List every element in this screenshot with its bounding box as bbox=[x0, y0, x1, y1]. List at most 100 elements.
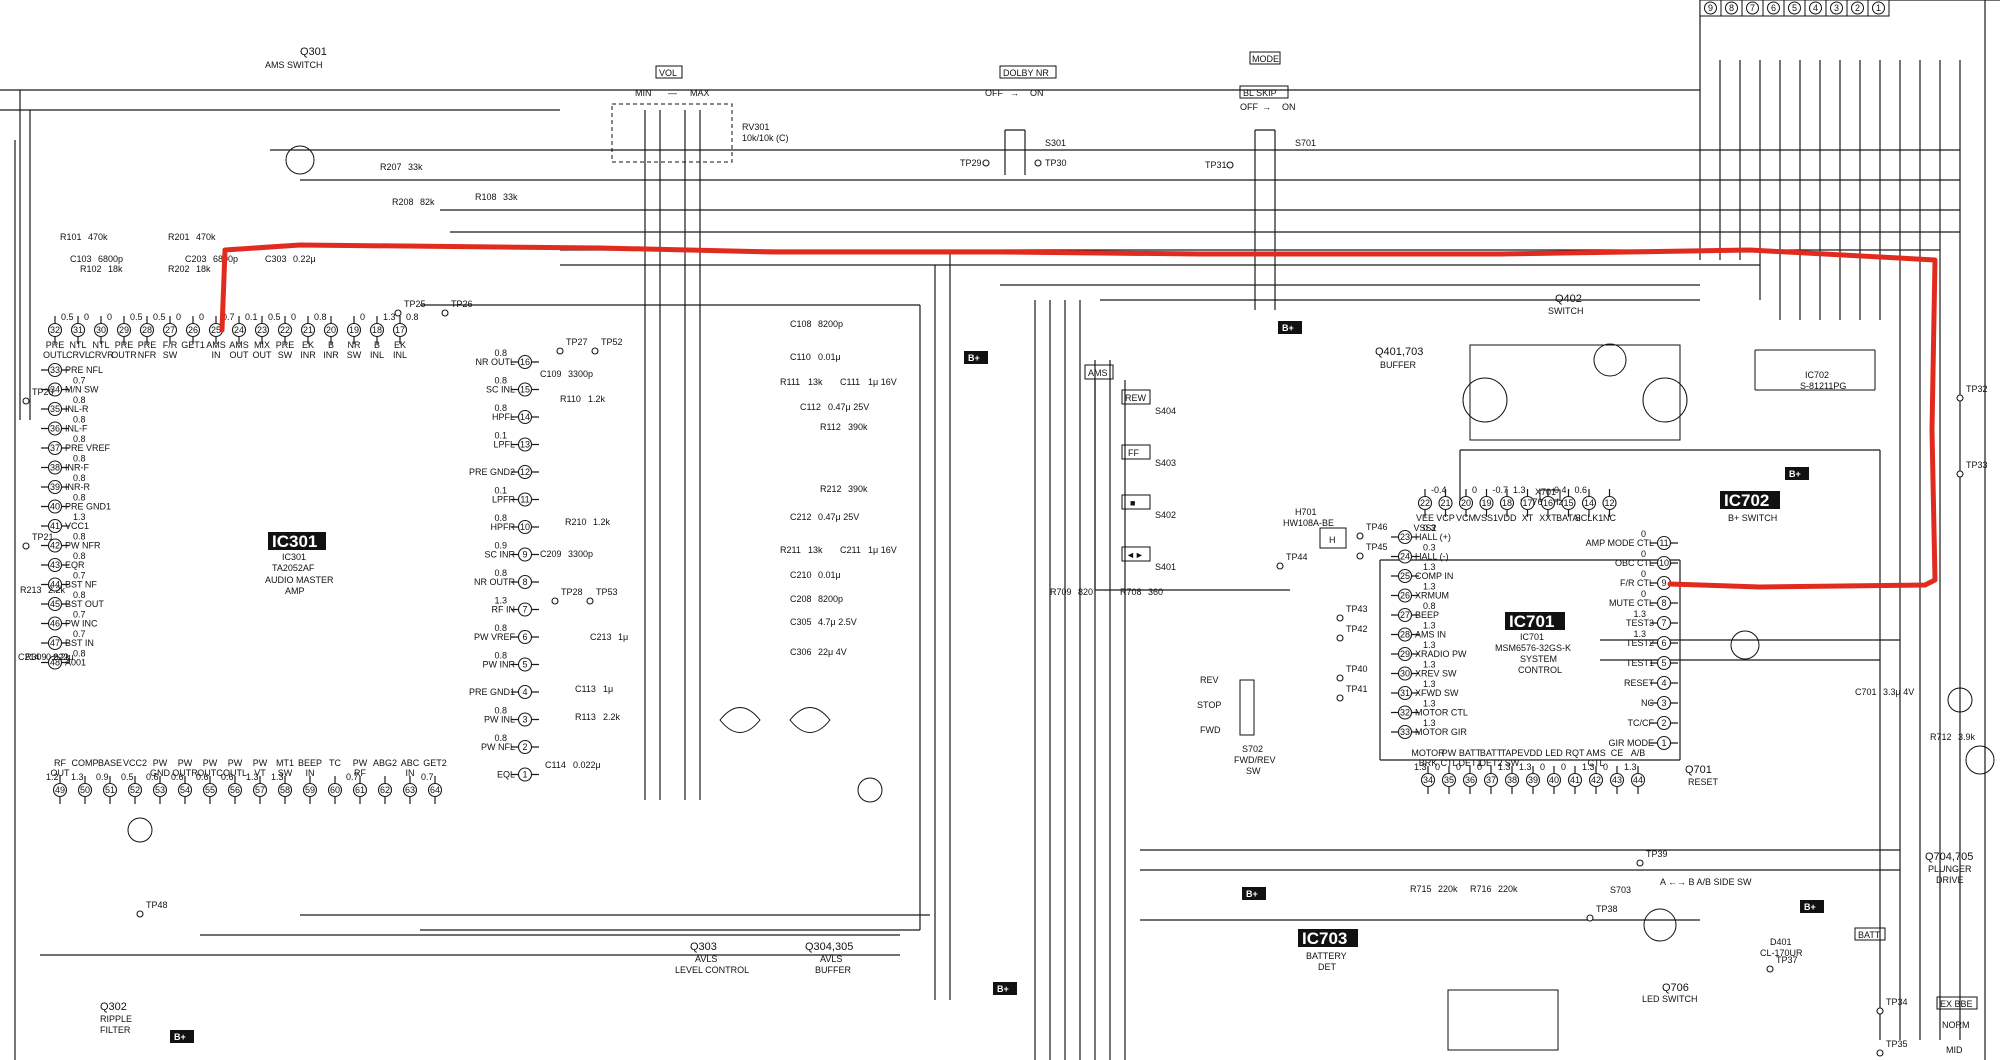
pin-voltage: 0.8 bbox=[1423, 601, 1436, 611]
pin-name: B bbox=[374, 340, 380, 350]
pin-circle bbox=[323, 322, 339, 338]
pin-circle bbox=[47, 538, 63, 553]
connector-pin-circle bbox=[1725, 1, 1738, 15]
pin-number: 2 bbox=[1661, 718, 1666, 728]
pin-number: 23 bbox=[1400, 532, 1410, 542]
component-value: 1.2k bbox=[593, 517, 611, 527]
q402-desc: SWITCH bbox=[1548, 306, 1584, 316]
pin-number: 35 bbox=[50, 404, 60, 414]
q706-name: Q706 bbox=[1662, 982, 1689, 994]
pin-voltage: 0.8 bbox=[314, 312, 327, 322]
pin-number: 8 bbox=[522, 577, 527, 587]
pin-circle bbox=[517, 712, 533, 727]
pin-circle bbox=[1520, 495, 1535, 511]
pin-name: INL bbox=[370, 350, 384, 360]
test-point-label: TP42 bbox=[1346, 624, 1368, 634]
pin-circle bbox=[392, 322, 408, 338]
pin-name: SW bbox=[1505, 758, 1520, 768]
pin-number: 9 bbox=[1661, 578, 1666, 588]
pin-number: 38 bbox=[50, 463, 60, 473]
component-ref: R111 bbox=[780, 377, 800, 387]
bplus-tag-box bbox=[993, 982, 1017, 995]
pin-circle bbox=[1420, 772, 1436, 788]
pin-number: 40 bbox=[50, 502, 60, 512]
test-point-circle bbox=[1586, 914, 1594, 922]
pin-voltage: 0.8 bbox=[494, 623, 507, 633]
pin-name: PW VREF bbox=[474, 632, 516, 642]
component-value: 0.022μ bbox=[46, 652, 74, 662]
pin-number: 61 bbox=[355, 785, 365, 795]
svg-text:→: → bbox=[1262, 102, 1271, 112]
pin-circle bbox=[402, 782, 418, 798]
ic301-top-pins: 32PREOUTL0.531NTLCRVL030NTLCRVR029PREOUT… bbox=[43, 312, 419, 360]
component-value: 470k bbox=[88, 232, 108, 242]
pin-circle bbox=[1479, 495, 1494, 511]
q704-desc1: PLUNGER bbox=[1928, 864, 1972, 874]
pin-number: 54 bbox=[180, 785, 190, 795]
component-value: 2.2k bbox=[48, 585, 66, 595]
pin-circle bbox=[1499, 495, 1515, 511]
pin-name: AMS IN bbox=[1415, 630, 1446, 640]
pin-voltage: 0.7 bbox=[222, 312, 235, 322]
pin-voltage: 0.7 bbox=[421, 772, 434, 782]
component-value: 3.3μ 4V bbox=[1883, 687, 1914, 697]
pin-voltage: 1.3 bbox=[1498, 762, 1511, 772]
test-point-circle bbox=[22, 397, 30, 405]
pin-voltage: 0.5 bbox=[61, 312, 74, 322]
pin-name: XXT bbox=[1539, 513, 1557, 523]
pin-voltage: 0.8 bbox=[406, 312, 419, 322]
pin-name: DET2 bbox=[1479, 758, 1502, 768]
lower-labels: Q303 AVLS LEVEL CONTROL Q304,305 AVLS BU… bbox=[100, 675, 1978, 1055]
component-ref: R212 bbox=[820, 484, 842, 494]
pin-name: PW NFR bbox=[65, 541, 101, 551]
pin-name: PRE NFL bbox=[65, 365, 103, 375]
pin-name: PW NFL bbox=[481, 742, 515, 752]
pin-circle bbox=[116, 322, 132, 338]
vol-name: VOL bbox=[659, 68, 677, 78]
component-ref: C212 bbox=[790, 512, 812, 522]
connector-pin-number: 7 bbox=[1750, 3, 1755, 13]
h701-part: HW108A-BE bbox=[1283, 518, 1334, 528]
pin-number: 1 bbox=[1661, 738, 1666, 748]
pin-name: SW bbox=[278, 768, 293, 778]
pin-circle bbox=[231, 322, 247, 338]
connector-pin-number: 1 bbox=[1876, 3, 1881, 13]
pin-name: GIR MODE bbox=[1608, 738, 1654, 748]
ic301-bottom-pins: 49RFOUT1.250COMP1.351BASE0.952VCC20.553P… bbox=[46, 758, 447, 804]
component-ref: C111 bbox=[840, 377, 860, 387]
pin-number: 57 bbox=[255, 785, 265, 795]
pin-voltage: 0.9 bbox=[494, 541, 507, 551]
test-point-label: TP45 bbox=[1366, 542, 1388, 552]
pin-voltage: 0 bbox=[107, 312, 112, 322]
bplus-tag-box bbox=[1785, 467, 1809, 480]
pin-circle bbox=[162, 322, 178, 338]
connector-pin-number: 8 bbox=[1729, 3, 1734, 13]
pin-number: 25 bbox=[211, 325, 221, 335]
pin-voltage: 0 bbox=[1477, 762, 1482, 772]
pin-number: 56 bbox=[230, 785, 240, 795]
pin-name: TEST1 bbox=[1626, 658, 1654, 668]
pin-name: MOTOR GIR bbox=[1415, 727, 1467, 737]
pin-circle bbox=[47, 557, 63, 573]
ic701-top-pins: 22VEEVSS2-0.421VCP20VCM019VSS1-0.718VDD1… bbox=[1413, 485, 1617, 533]
pin-circle bbox=[1441, 772, 1457, 788]
pin-name: IN bbox=[406, 768, 415, 778]
pin-name: A001 bbox=[65, 658, 86, 668]
pin-voltage: 0.8 bbox=[73, 493, 86, 503]
pin-voltage: 0 bbox=[199, 312, 204, 322]
pin-circle bbox=[517, 464, 533, 480]
pin-number: 32 bbox=[50, 325, 60, 335]
pin-name: VDD bbox=[1523, 748, 1543, 758]
pin-name: TAPE bbox=[1501, 748, 1524, 758]
pin-name: PW INC bbox=[65, 619, 98, 629]
pin-number: 60 bbox=[330, 785, 340, 795]
pin-name: MT1 bbox=[276, 758, 294, 768]
pin-circle bbox=[1397, 724, 1413, 740]
test-point-circle bbox=[441, 309, 449, 317]
connector-pin-circle bbox=[1704, 1, 1717, 15]
pin-number: 40 bbox=[1549, 775, 1559, 785]
pin-voltage: 0.1 bbox=[494, 486, 507, 496]
s703-desc: A ←→ B A/B SIDE SW bbox=[1660, 877, 1752, 887]
